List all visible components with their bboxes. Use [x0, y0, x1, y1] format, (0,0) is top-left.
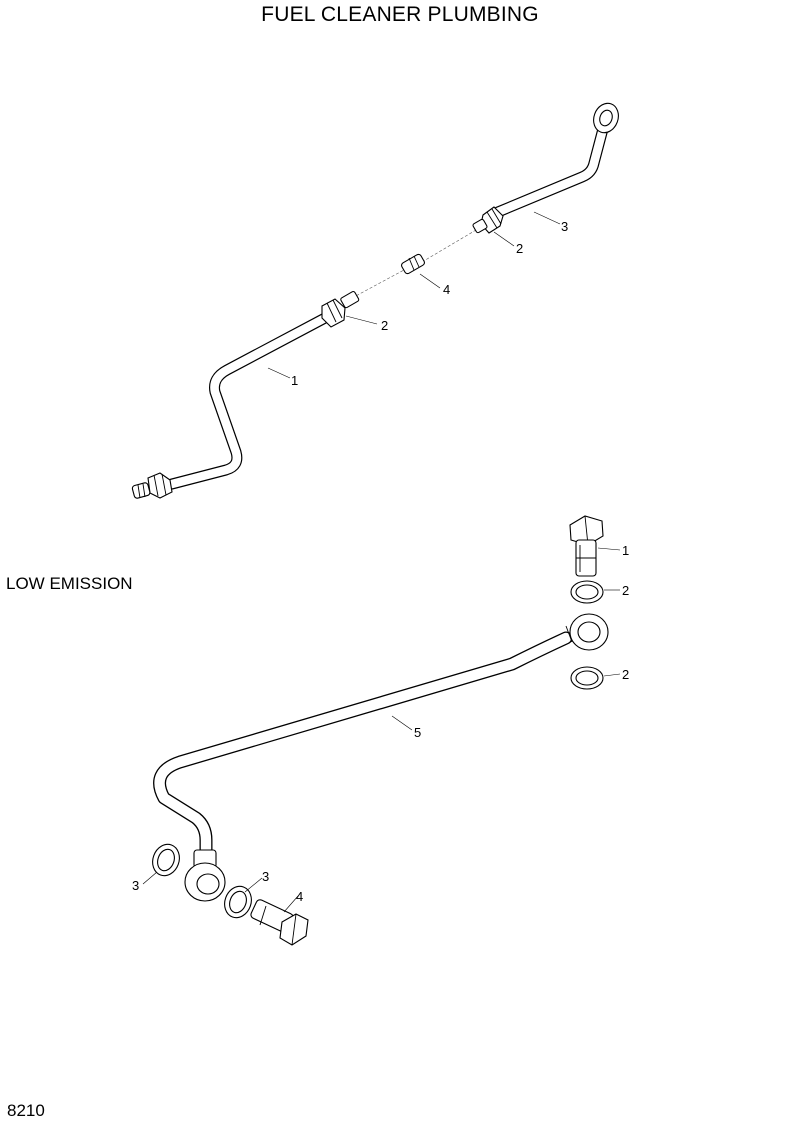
- callout-5: 5: [414, 725, 421, 740]
- callout-2: 2: [381, 318, 388, 333]
- callout-3: 3: [262, 869, 269, 884]
- pipe-3: [492, 102, 619, 218]
- alignment-line: [421, 229, 477, 263]
- washer-2-bottom: [570, 666, 604, 690]
- banjo-bolt-1: [569, 515, 604, 577]
- callout-2: 2: [516, 241, 523, 256]
- banjo-eye-left: [184, 849, 226, 902]
- pipe-5: [153, 631, 573, 865]
- callout-4: 4: [296, 889, 303, 904]
- page-title: FUEL CLEANER PLUMBING: [261, 3, 539, 26]
- upper-assembly: 1 2 2 3 4: [131, 102, 619, 499]
- page-code: 8210: [7, 1101, 45, 1120]
- banjo-eye-right: [565, 613, 609, 651]
- callout-3: 3: [132, 878, 139, 893]
- callout-4: 4: [443, 282, 450, 297]
- union-4: [401, 253, 425, 275]
- callout-2: 2: [622, 667, 629, 682]
- section-label-low-emission: LOW EMISSION: [6, 574, 133, 593]
- pipe-1: [131, 312, 331, 499]
- fitting-2-upper: [472, 206, 504, 234]
- washer-3-left: [152, 843, 180, 877]
- fitting-2-lower: [321, 290, 360, 328]
- alignment-line: [351, 269, 405, 299]
- callout-3: 3: [561, 219, 568, 234]
- washer-2-top: [570, 580, 604, 604]
- callout-2: 2: [622, 583, 629, 598]
- washer-3-right: [224, 885, 252, 919]
- callout-1: 1: [622, 543, 629, 558]
- callout-1: 1: [291, 373, 298, 388]
- banjo-bolt-4: [250, 899, 309, 946]
- lower-assembly: 1 2 2 3 3 4 5: [132, 515, 629, 946]
